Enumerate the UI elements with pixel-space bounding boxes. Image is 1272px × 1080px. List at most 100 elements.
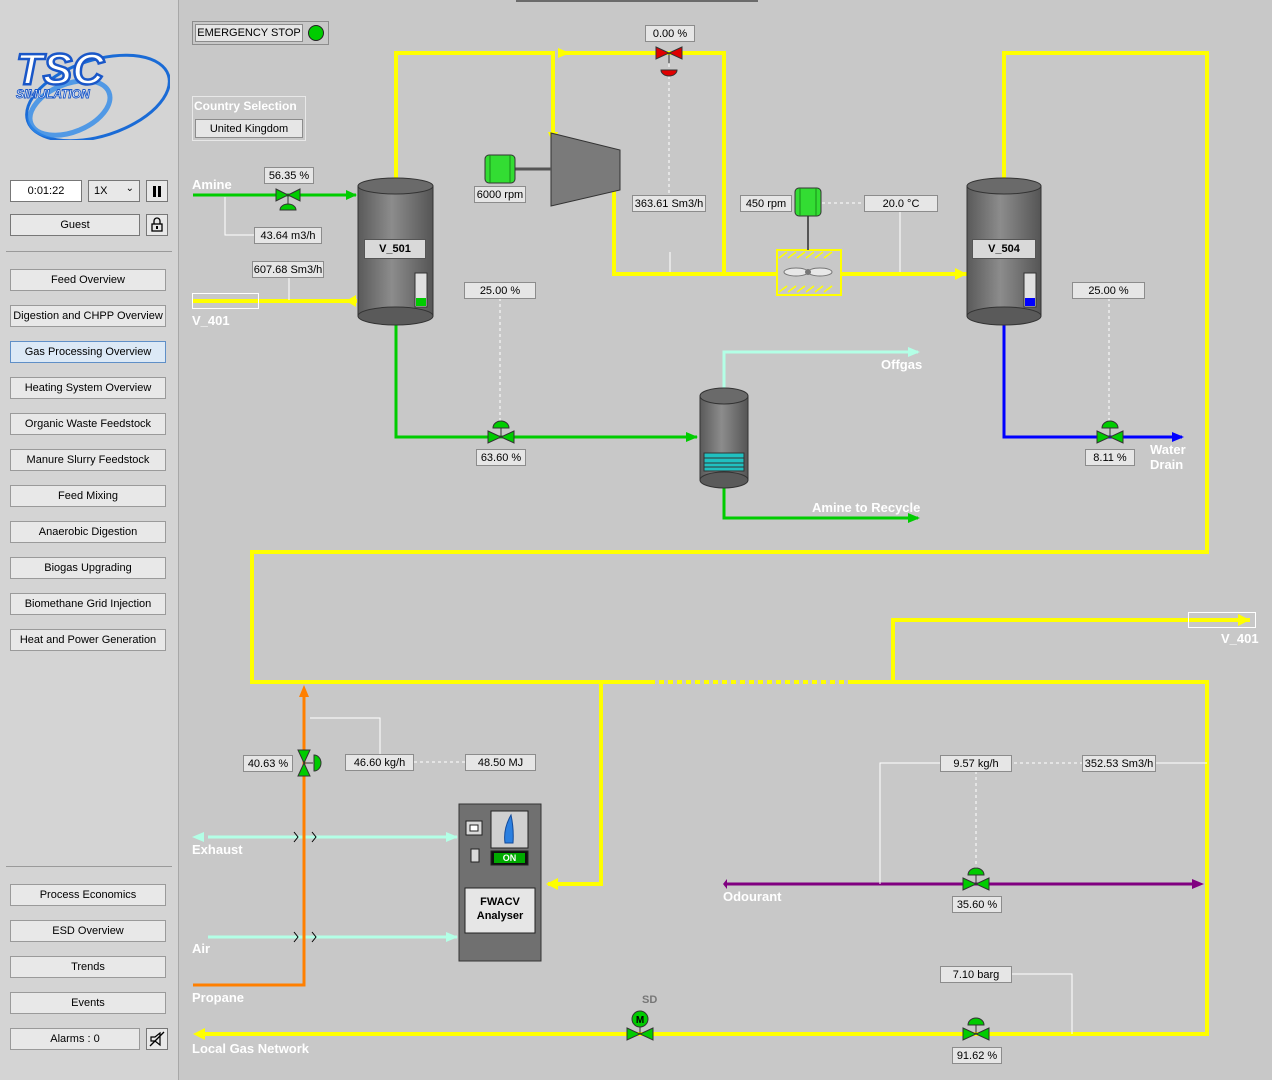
country-select[interactable]: United Kingdom <box>195 119 303 138</box>
amine-flow-readout: 43.64 m3/h <box>254 227 322 244</box>
mute-alarm-button[interactable] <box>146 1028 168 1050</box>
v401-inlet-connector[interactable] <box>192 293 259 309</box>
compressor[interactable] <box>515 132 621 207</box>
v401-inlet-label: V_401 <box>192 313 230 328</box>
level-bar-v504 <box>1025 298 1035 306</box>
logo-text: TSC <box>16 45 105 94</box>
v401-outlet-label: V_401 <box>1221 631 1259 646</box>
nav-feed-overview[interactable]: Feed Overview <box>10 269 166 291</box>
nav-organic-waste[interactable]: Organic Waste Feedstock <box>10 413 166 435</box>
propane-flow-readout: 46.60 kg/h <box>345 754 414 771</box>
compressor-speed-readout: 6000 rpm <box>474 186 526 203</box>
valve-v501-drain[interactable] <box>487 420 515 444</box>
top-strip <box>516 0 758 2</box>
network-pressure-readout: 7.10 barg <box>940 966 1012 983</box>
nav-biogas-upgrading[interactable]: Biogas Upgrading <box>10 557 166 579</box>
valve-amine[interactable] <box>275 188 301 211</box>
signal-lines <box>224 197 1207 1034</box>
nav-gas-processing[interactable]: Gas Processing Overview <box>10 341 166 363</box>
nav-heating-system[interactable]: Heating System Overview <box>10 377 166 399</box>
fwacv-subtitle: Analyser <box>476 910 524 922</box>
motor-icon: M <box>636 1015 644 1026</box>
gas-lines <box>193 51 1250 1036</box>
fwacv-title: FWACV <box>480 896 520 908</box>
valve-recycle[interactable] <box>655 46 683 77</box>
odourant-valve-readout: 35.60 % <box>952 896 1002 913</box>
alarms-button[interactable]: Alarms : 0 <box>10 1028 140 1050</box>
odourant-label: Odourant <box>723 889 782 904</box>
valve-network[interactable] <box>962 1017 990 1041</box>
v501-level-readout: 25.00 % <box>464 282 536 299</box>
sidebar: TSC SIMULATION 0:01:22 1X ⌄ Guest Feed O… <box>0 0 179 1080</box>
v501-drain-valve-readout: 63.60 % <box>476 449 526 466</box>
air-arrows <box>192 347 920 942</box>
nav-events[interactable]: Events <box>10 992 166 1014</box>
fan-motor[interactable] <box>794 187 822 217</box>
nav-esd-overview[interactable]: ESD Overview <box>10 920 166 942</box>
valve-odourant[interactable] <box>962 867 990 891</box>
logo-subtext: SIMULATION <box>16 87 90 101</box>
local-gas-network-label: Local Gas Network <box>192 1041 310 1056</box>
emergency-stop-button[interactable]: EMERGENCY STOP <box>195 24 303 42</box>
water-arrow <box>1172 432 1184 442</box>
valve-v504-drain[interactable] <box>1096 420 1124 444</box>
country-title: Country Selection <box>194 99 297 113</box>
amine-arrows <box>346 190 920 523</box>
gas-arrows <box>193 48 1250 1040</box>
compressor-flow-readout: 363.61 Sm3/h <box>632 195 706 212</box>
vessel-label-v504: V_504 <box>972 239 1036 259</box>
pause-icon <box>153 186 156 197</box>
nav-heat-power[interactable]: Heat and Power Generation <box>10 629 166 651</box>
exhaust-label: Exhaust <box>192 842 243 857</box>
nav-digestion-chpp[interactable]: Digestion and CHPP Overview <box>10 305 166 327</box>
nav-process-economics[interactable]: Process Economics <box>10 884 166 906</box>
propane-arrow <box>299 685 309 697</box>
propane-label: Propane <box>192 990 245 1005</box>
divider <box>6 251 172 252</box>
fwacv-analyser[interactable] <box>458 803 542 962</box>
gas-flow-readout: 607.68 Sm3/h <box>252 261 324 278</box>
odourant-tail <box>723 879 727 889</box>
speed-select[interactable]: 1X ⌄ <box>88 180 140 202</box>
v401-outlet-connector[interactable] <box>1188 612 1256 628</box>
lock-button[interactable] <box>146 214 168 236</box>
amine-valve-readout: 56.35 % <box>264 167 314 184</box>
drain-label: Drain <box>1150 457 1184 472</box>
fwacv-energy-readout: 48.50 MJ <box>465 754 536 771</box>
compressor-motor[interactable] <box>484 154 516 184</box>
signal-dashes <box>414 64 1110 870</box>
network-valve-readout: 91.62 % <box>952 1047 1002 1064</box>
divider <box>6 866 172 867</box>
recycle-valve-readout: 0.00 % <box>645 25 695 42</box>
offgas-label: Offgas <box>881 357 923 372</box>
line-break-marks <box>293 831 317 943</box>
odourant-arrow <box>1192 879 1204 889</box>
speed-value: 1X <box>94 185 108 197</box>
valve-shutdown[interactable]: M <box>626 1010 654 1041</box>
nav-manure-slurry[interactable]: Manure Slurry Feedstock <box>10 449 166 471</box>
amine-lines <box>193 193 918 520</box>
level-bar-v501 <box>416 298 426 306</box>
nav-biomethane-grid[interactable]: Biomethane Grid Injection <box>10 593 166 615</box>
cooler-temp-readout: 20.0 °C <box>864 195 938 212</box>
air-label: Air <box>192 941 211 956</box>
nav-trends[interactable]: Trends <box>10 956 166 978</box>
fan-speed-readout: 450 rpm <box>740 195 792 212</box>
shutdown-label: SD <box>642 994 658 1006</box>
export-flow-readout: 352.53 Sm3/h <box>1082 755 1156 772</box>
nav-feed-mixing[interactable]: Feed Mixing <box>10 485 166 507</box>
gas-cooler[interactable] <box>776 249 842 296</box>
amine-label: Amine <box>192 177 232 192</box>
sim-time: 0:01:22 <box>10 180 82 202</box>
v504-drain-valve-readout: 8.11 % <box>1085 449 1135 466</box>
nav-anaerobic-digestion[interactable]: Anaerobic Digestion <box>10 521 166 543</box>
v504-level-readout: 25.00 % <box>1072 282 1145 299</box>
tsc-logo: TSC SIMULATION <box>10 28 171 143</box>
fwacv-on-label: ON <box>502 853 517 863</box>
propane-valve-readout: 40.63 % <box>243 755 293 772</box>
valve-propane[interactable] <box>297 749 322 777</box>
pause-button[interactable] <box>146 180 168 202</box>
amine-separator[interactable] <box>699 387 749 489</box>
chevron-down-icon: ⌄ <box>125 183 134 194</box>
